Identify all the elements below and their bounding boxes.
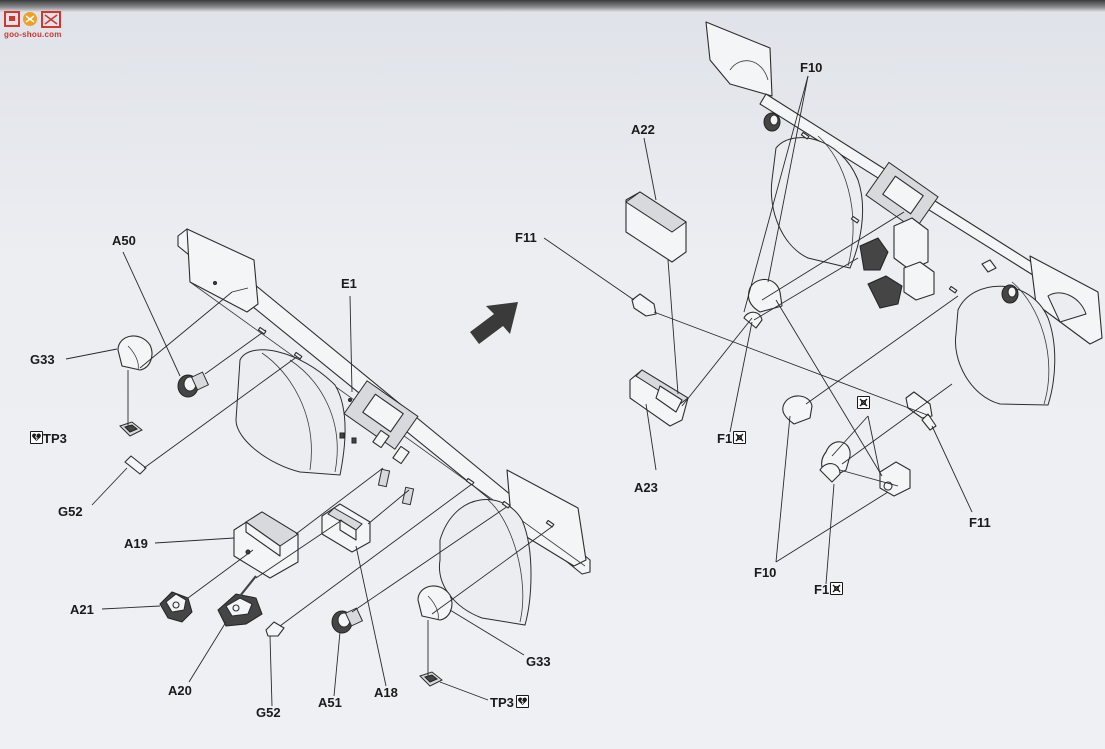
glue-heart-icon: [515, 695, 529, 708]
watermark-url: goo-shou.com: [4, 30, 62, 39]
left-plate-details: [213, 281, 419, 506]
label-f1-bottom-text: F1: [814, 582, 830, 597]
left-fender-front: [438, 499, 532, 626]
label-a21: A21: [70, 602, 94, 617]
part-tp3-right: [419, 671, 443, 687]
part-g33-right: [417, 585, 453, 621]
label-tp3-left-text: TP3: [43, 431, 67, 446]
label-a22: A22: [631, 122, 655, 137]
part-f10-lower: [782, 395, 911, 497]
label-g52-left: G52: [58, 504, 83, 519]
right-fender-rear: [770, 135, 864, 269]
label-f11-top: F11: [515, 230, 537, 245]
part-a18: [321, 503, 371, 553]
part-a21: [159, 591, 193, 623]
part-f10-upper: [743, 278, 783, 329]
part-a20: [217, 575, 263, 627]
label-f10-bottom: F10: [754, 565, 777, 580]
watermark-logo: goo-shou.com: [2, 8, 68, 42]
label-e1: E1: [341, 276, 357, 291]
label-a50: A50: [112, 233, 136, 248]
label-a19: A19: [124, 536, 148, 551]
right-leader-lines: [543, 75, 973, 585]
cut-x-icon: [733, 431, 747, 444]
label-tp3-right-text: TP3: [490, 695, 514, 710]
part-a19: [233, 511, 299, 579]
part-f11-left: [631, 293, 657, 317]
label-g33-right: G33: [526, 654, 551, 669]
label-a23: A23: [634, 480, 658, 495]
label-f1-top-text: F1: [717, 431, 733, 446]
right-fender-front: [954, 281, 1056, 406]
part-g33-left: [117, 335, 153, 371]
direction-arrow-icon: [470, 302, 518, 344]
label-f1-top: F1: [717, 431, 747, 446]
label-a18: A18: [374, 685, 398, 700]
part-a23: [629, 369, 689, 427]
label-a20: A20: [168, 683, 192, 698]
right-plate-details: [763, 112, 1019, 309]
label-a51: A51: [318, 695, 342, 710]
label-f11-right: F11: [969, 515, 991, 530]
part-f11-right: [905, 391, 937, 431]
part-tp3-left: [119, 421, 143, 437]
cut-x-icon: [857, 396, 870, 409]
label-f10-top: F10: [800, 60, 823, 75]
part-a51: [331, 607, 364, 634]
part-g52-left: [124, 455, 147, 475]
part-a22: [625, 191, 687, 263]
label-f1-bottom: F1: [814, 582, 844, 597]
watermark-logo-icon: [4, 11, 61, 28]
glue-heart-icon: [30, 431, 43, 444]
left-leader-lines: [65, 251, 555, 707]
label-tp3-left: TP3: [30, 431, 67, 445]
label-tp3-right: TP3: [490, 695, 529, 709]
cut-x-icon: [830, 582, 844, 595]
part-a50: [177, 371, 210, 398]
label-g33-left: G33: [30, 352, 55, 367]
label-g52-bottom: G52: [256, 705, 281, 720]
photo-edge-shadow: [0, 0, 1105, 12]
part-g52-bottom: [265, 621, 285, 637]
